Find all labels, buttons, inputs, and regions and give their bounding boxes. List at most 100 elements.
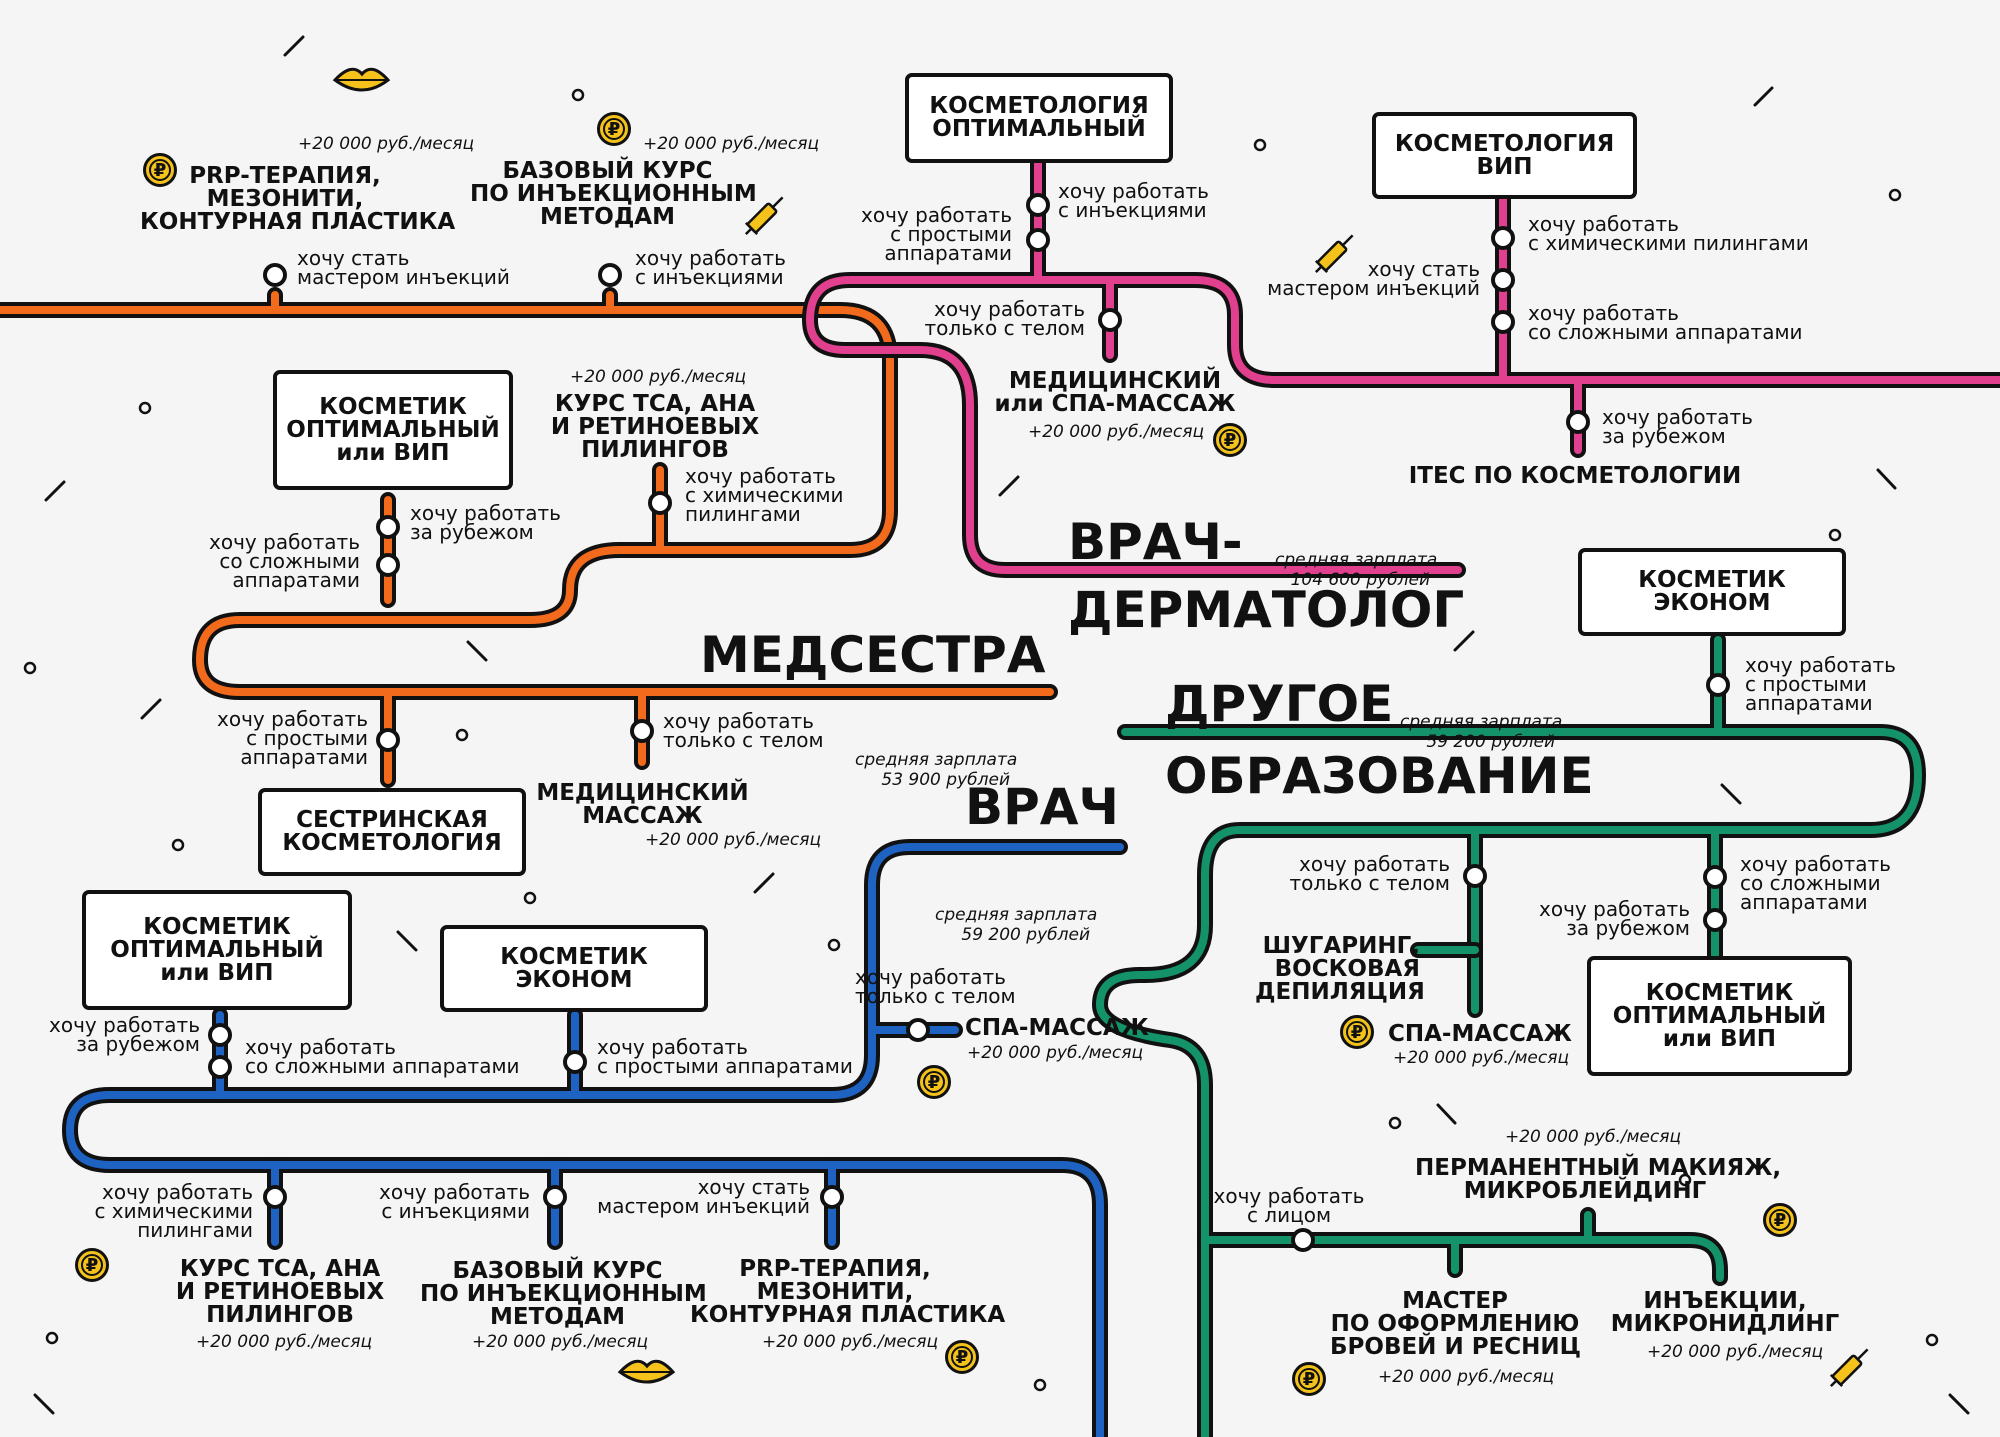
title-base-course-blue: БАЗОВЫЙ КУРС ПО ИНЪЕКЦИОННЫМ МЕТОДАМ (420, 1258, 707, 1330)
ruble-coin-icon: ₽ (945, 1340, 979, 1374)
ruble-coin-icon: ₽ (75, 1248, 109, 1282)
station-p-abroad (1566, 410, 1590, 434)
station-p-complex (1491, 268, 1515, 292)
bonus-tca-blue: +20 000 руб./месяц (196, 1332, 373, 1352)
station-o-complex (376, 553, 400, 577)
label-o-body: хочу работать только с телом (663, 709, 824, 752)
decor-slashes (33, 35, 1970, 1415)
title-base-course-top: БАЗОВЫЙ КУРС ПО ИНЪЕКЦИОННЫМ МЕТОДАМ (470, 158, 757, 230)
ruble-coin-icon: ₽ (1213, 423, 1247, 457)
label-b-master: хочу стать мастером инъекций (597, 1175, 810, 1218)
station-o-simple (376, 728, 400, 752)
title-medical-massage: МЕДИЦИНСКИЙ МАССАЖ (536, 780, 749, 829)
label-o-master: хочу стать мастером инъекций (297, 246, 510, 289)
station-g-simple (1706, 673, 1730, 697)
syringe-icon (1829, 1348, 1869, 1388)
label-b-abroad: хочу работать за рубежом (49, 1013, 200, 1056)
station-p-inj (1026, 193, 1050, 217)
derm-line-title: ВРАЧ- ДЕРМАТОЛОГ (1068, 513, 1465, 639)
label-b-simple: хочу работать с простыми аппаратами (597, 1035, 853, 1078)
label-o-simple: хочу работать с простыми аппаратами (217, 707, 368, 769)
station-g-abroad (1703, 908, 1727, 932)
station-g-body (1463, 864, 1487, 888)
box-cosmetic-econom-green: КОСМЕТИК ЭКОНОМ (1578, 548, 1846, 636)
title-permanent-makeup: ПЕРМАНЕНТНЫЙ МАКИЯЖ, МИКРОБЛЕЙДИНГ (1415, 1155, 1782, 1204)
title-tca-blue: КУРС ТСА, АНА И РЕТИНОЕВЫХ ПИЛИНГОВ (175, 1256, 385, 1328)
label-o-abroad: хочу работать за рубежом (410, 501, 561, 544)
box-cosmetology-vip: КОСМЕТОЛОГИЯ ВИП (1372, 112, 1637, 199)
box-cosmetic-optimal-blue: КОСМЕТИК ОПТИМАЛЬНЫЙ или ВИП (82, 890, 352, 1010)
station-b-inj (543, 1185, 567, 1209)
bonus-med-spa: +20 000 руб./месяц (1028, 422, 1205, 442)
station-o-inj (598, 263, 622, 287)
label-b-chem: хочу работать с химическими пилингами (94, 1180, 253, 1242)
lips-icon (617, 1359, 676, 1384)
label-b-inj: хочу работать с инъекциями (379, 1180, 530, 1223)
station-b-abroad (208, 1023, 232, 1047)
bonus-tca-orange: +20 000 руб./месяц (570, 367, 747, 387)
label-p-simple: хочу работать с простыми аппаратами (861, 203, 1012, 265)
station-o-chem (648, 491, 672, 515)
label-p-abroad: хочу работать за рубежом (1602, 405, 1753, 448)
title-sugaring: ШУГАРИНГ, ВОСКОВАЯ ДЕПИЛЯЦИЯ (1255, 933, 1425, 1005)
station-p-master (1491, 310, 1515, 334)
label-g-complex: хочу работать со сложными аппаратами (1740, 852, 1891, 914)
label-g-simple: хочу работать с простыми аппаратами (1745, 653, 1896, 715)
station-o-master (263, 263, 287, 287)
station-b-master (820, 1185, 844, 1209)
label-g-face: хочу работать с лицом (1213, 1184, 1365, 1227)
box-cosmetic-optimal-green: КОСМЕТИК ОПТИМАЛЬНЫЙ или ВИП (1587, 956, 1852, 1076)
title-prp-top: PRP-ТЕРАПИЯ, МЕЗОНИТИ, КОНТУРНАЯ ПЛАСТИК… (140, 163, 456, 235)
station-b-simple (563, 1050, 587, 1074)
station-g-complex (1703, 865, 1727, 889)
label-p-complex: хочу работать со сложными аппаратами (1528, 301, 1803, 344)
label-g-abroad: хочу работать за рубежом (1539, 897, 1690, 940)
bonus-injections: +20 000 руб./месяц (1647, 1342, 1824, 1362)
station-p-body (1098, 308, 1122, 332)
label-p-inj: хочу работать с инъекциями (1058, 179, 1209, 222)
bonus-permanent: +20 000 руб./месяц (1505, 1127, 1682, 1147)
label-o-inj: хочу работать с инъекциями (635, 246, 786, 289)
station-o-abroad (376, 515, 400, 539)
box-cosmetic-optimal-orange: КОСМЕТИК ОПТИМАЛЬНЫЙ или ВИП (273, 370, 513, 490)
label-p-master: хочу стать мастером инъекций (1267, 257, 1480, 300)
bonus-spa-blue: +20 000 руб./месяц (967, 1043, 1144, 1063)
title-medical-spa-massage: МЕДИЦИНСКИЙ или СПА-МАССАЖ (994, 368, 1236, 417)
title-spa-massage-blue: СПА-МАССАЖ (965, 1015, 1149, 1041)
title-tca-orange: КУРС ТСА, АНА И РЕТИНОЕВЫХ ПИЛИНГОВ (550, 391, 760, 463)
label-o-chem: хочу работать с химическими пилингами (685, 464, 844, 526)
lips-icon (332, 67, 391, 92)
label-o-complex: хочу работать со сложными аппаратами (209, 530, 360, 592)
ruble-coin-icon: ₽ (1763, 1203, 1797, 1237)
stations (208, 193, 1730, 1252)
nurse-line-title: МЕДСЕСТРА (700, 626, 1046, 684)
station-p-simple (1026, 228, 1050, 252)
station-b-body (906, 1018, 930, 1042)
station-g-face (1291, 1228, 1315, 1252)
title-injections-microneedling: ИНЪЕКЦИИ, МИКРОНИДЛИНГ (1610, 1288, 1840, 1337)
station-o-body (630, 719, 654, 743)
bonus-prp-blue: +20 000 руб./месяц (762, 1332, 939, 1352)
bonus-base-blue: +20 000 руб./месяц (472, 1332, 649, 1352)
ruble-coin-icon: ₽ (597, 112, 631, 146)
ruble-coin-icon: ₽ (917, 1065, 951, 1099)
station-b-complex (208, 1055, 232, 1079)
bonus-brows: +20 000 руб./месяц (1378, 1367, 1555, 1387)
bonus-prp-top: +20 000 руб./месяц (298, 134, 475, 154)
title-prp-blue: PRP-ТЕРАПИЯ, МЕЗОНИТИ, КОНТУРНАЯ ПЛАСТИК… (690, 1256, 1006, 1328)
box-nurse-cosmetology: СЕСТРИНСКАЯ КОСМЕТОЛОГИЯ (258, 788, 526, 876)
station-p-chem (1491, 226, 1515, 250)
label-p-body: хочу работать только с телом (924, 297, 1085, 340)
label-b-body: хочу работать только с телом (855, 965, 1016, 1008)
decor-dots (23, 88, 1939, 1392)
other-line-title: ДРУГОЕ ОБРАЗОВАНИЕ (1165, 675, 1594, 805)
ruble-coin-icon: ₽ (1340, 1015, 1374, 1049)
ruble-coin-icon: ₽ (143, 153, 177, 187)
bonus-base-top: +20 000 руб./месяц (643, 134, 820, 154)
box-cosmetology-optimal: КОСМЕТОЛОГИЯ ОПТИМАЛЬНЫЙ (905, 73, 1173, 163)
